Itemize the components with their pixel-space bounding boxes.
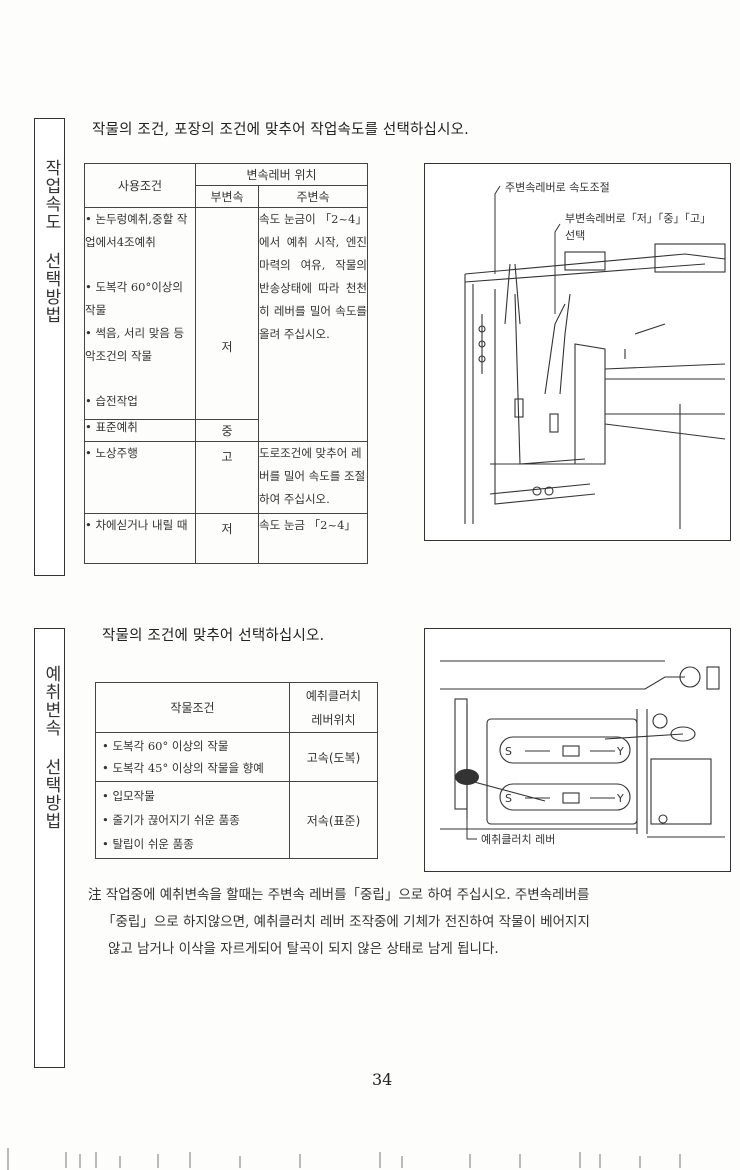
table-row: 표준예취 중: [84, 419, 368, 442]
sub-position-cell: 고: [195, 441, 259, 514]
clutch-position-cell: 고속(도복): [289, 732, 378, 782]
table-row: 노상주행 고 도로조건에 맞추어 레버를 밀어 속도를 조절하여 주십시오.: [84, 441, 368, 514]
scan-edge-marks: [7, 1148, 681, 1170]
col-header-crop-condition: 작물조건: [95, 682, 290, 733]
main-lever-figure: 주변속레버로 속도조절 부변속레버로「저」「중」「고」 선택: [424, 163, 731, 541]
note-line: 않고 남거나 이삭을 자르게되어 탈곡이 되지 않은 상태로 남게 됩니다.: [108, 941, 499, 957]
condition-item: 습전작업: [85, 390, 195, 413]
callout-main-lever: 주변속레버로 속도조절: [505, 181, 610, 194]
callout-sub-lever: 부변속레버로「저」「중」「고」: [565, 212, 711, 225]
page-number: 34: [372, 1070, 393, 1089]
note-line: 注 작업중에 예취변속을 할때는 주변속 레버를「중립」으로 하여 주십시오. …: [88, 887, 590, 903]
table-row: 입모작물 줄기가 끊어지기 쉬운 품종 탈립이 쉬운 품종 저속(표준): [95, 781, 378, 859]
lever-panel-drawing: 주변속레버로 속도조절 부변속레버로「저」「중」「고」 선택: [464, 181, 726, 529]
condition-cell: 논두렁예취,중할 작업에서4조예취 도복각 60°이상의 작물 썩음, 서리 맞…: [84, 207, 196, 420]
reaping-speed-table: 작물조건 예취클러치 레버위치 도복각 60° 이상의 작물 도복각 45° 이…: [95, 682, 378, 859]
clutch-position-cell: 저속(표준): [289, 781, 378, 859]
label-s-upper: S: [505, 745, 512, 758]
table-row: 도복각 60° 이상의 작물 도복각 45° 이상의 작물을 향예 고속(도복): [95, 732, 378, 782]
section1-intro: 작물의 조건, 포장의 조건에 맞추어 작업속도를 선택하십시오.: [92, 122, 469, 138]
section1-side-title-box: 작업속도 선택방법: [34, 118, 65, 576]
col-header-lever-position: 변속레버 위치: [195, 163, 368, 186]
table-row: 논두렁예취,중할 작업에서4조예취 도복각 60°이상의 작물 썩음, 서리 맞…: [84, 207, 368, 442]
col-header-clutch-lever-line1: 예취클러치: [305, 688, 362, 703]
condition-item: 도복각 60° 이상의 작물: [102, 735, 283, 757]
sub-position-cell: 저: [195, 207, 259, 420]
col-header-main: 주변속: [258, 185, 368, 208]
label-s-lower: S: [505, 792, 512, 805]
clutch-lever-drawing: S Y S Y 예취클러치 레버: [440, 660, 725, 846]
callout-sub-lever-line2: 선택: [565, 229, 585, 242]
condition-item: 차에싣거나 내릴 때: [85, 518, 187, 532]
condition-item: 입모작물: [102, 784, 283, 808]
section2-side-title: 예취변속 선택방법: [41, 665, 61, 830]
sub-position-cell: 중: [195, 419, 259, 442]
condition-item: 줄기가 끊어지기 쉬운 품종: [102, 808, 283, 832]
col-header-clutch-lever: 예취클러치 레버위치: [289, 682, 378, 733]
col-header-clutch-lever-line2: 레버위치: [311, 712, 356, 727]
col-header-condition: 사용조건: [84, 163, 196, 208]
caution-note: 注 작업중에 예취변속을 할때는 주변속 레버를「중립」으로 하여 주십시오. …: [88, 882, 718, 963]
main-position-cell: 도로조건에 맞추어 레버를 밀어 속도를 조절하여 주십시오.: [258, 441, 368, 514]
condition-item: 탈립이 쉬운 품종: [102, 832, 283, 856]
condition-item: 노상주행: [85, 446, 138, 460]
speed-selection-table: 사용조건 변속레버 위치 부변속 주변속 논두렁예취,중할 작업에서4조예취 도…: [84, 163, 368, 564]
reaping-clutch-figure: S Y S Y 예취클러치 레버: [424, 628, 731, 872]
label-y-lower: Y: [616, 792, 624, 805]
main-position-cell: 속도 눈금 「2~4」: [258, 513, 368, 564]
sub-position-cell: 저: [195, 513, 259, 564]
condition-item: 썩음, 서리 맞음 등 악조건의 작물: [85, 322, 195, 368]
condition-item: 표준예취: [85, 420, 138, 434]
condition-item: 도복각 45° 이상의 작물을 향예: [102, 757, 283, 779]
table-row: 차에싣거나 내릴 때 저 속도 눈금 「2~4」: [84, 513, 368, 564]
note-line: 「중립」으로 하지않으면, 예취클러치 레버 조작중에 기체가 전진하여 작물이…: [102, 914, 590, 930]
condition-item: 도복각 60°이상의 작물: [85, 276, 195, 322]
condition-item: 논두렁예취,중할 작업에서4조예취: [85, 208, 195, 254]
section2-side-title-box: 예취변속 선택방법: [34, 628, 65, 1068]
main-position-cell: 속도 눈금이 「2~4」에서 예취 시작, 엔진 마력의 여유, 작물의 반송상…: [258, 207, 368, 442]
col-header-sub: 부변속: [195, 185, 259, 208]
callout-clutch-lever: 예취클러치 레버: [481, 833, 555, 846]
section2-intro: 작물의 조건에 맞추어 선택하십시오.: [102, 628, 325, 644]
label-y-upper: Y: [616, 745, 624, 758]
section1-side-title: 작업속도 선택방법: [41, 159, 61, 324]
